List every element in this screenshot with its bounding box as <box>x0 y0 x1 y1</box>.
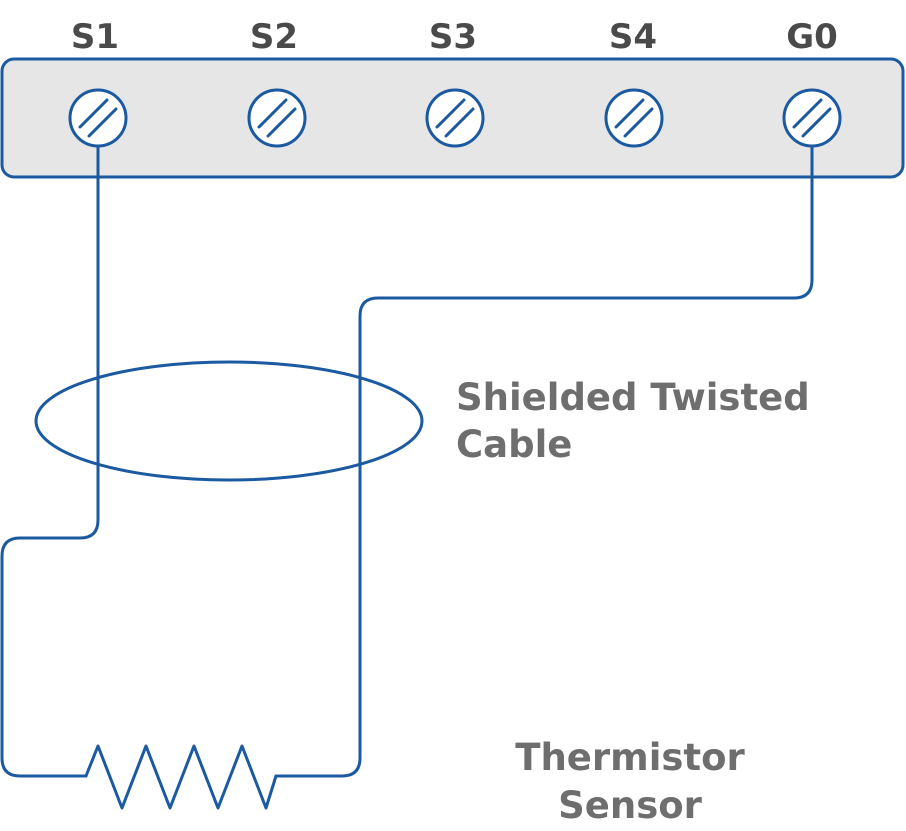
screw-terminal-icon <box>68 88 128 148</box>
terminal-label-s2: S2 <box>250 17 298 57</box>
terminal-label-s4: S4 <box>609 17 657 57</box>
sensor-label-line1: Thermistor <box>515 736 745 779</box>
screw-terminal-g0 <box>782 88 842 148</box>
wire-g0 <box>274 144 814 778</box>
sensor-label: Thermistor Sensor <box>515 736 745 827</box>
cable-label-line1: Shielded Twisted <box>456 376 810 419</box>
thermistor-resistor-icon <box>84 744 278 810</box>
terminal-labels: S1 S2 S3 S4 G0 <box>71 17 838 57</box>
screw-terminal-icon <box>247 88 307 148</box>
terminal-label-s3: S3 <box>429 17 477 57</box>
sensor-label-line2: Sensor <box>558 784 703 827</box>
screw-terminal-s4 <box>604 88 664 148</box>
cable-label: Shielded Twisted Cable <box>456 376 810 466</box>
screw-terminal-icon <box>604 88 664 148</box>
screw-terminal-s1 <box>68 88 128 148</box>
screw-terminal-icon <box>782 88 842 148</box>
screw-terminal-s2 <box>247 88 307 148</box>
cable-label-line2: Cable <box>456 423 572 466</box>
screw-terminal-icon <box>425 88 485 148</box>
screw-terminal-s3 <box>425 88 485 148</box>
wire-s1 <box>0 144 100 778</box>
terminal-label-g0: G0 <box>786 17 838 57</box>
cable-shield-ellipse <box>34 360 424 482</box>
terminal-label-s1: S1 <box>71 17 119 57</box>
